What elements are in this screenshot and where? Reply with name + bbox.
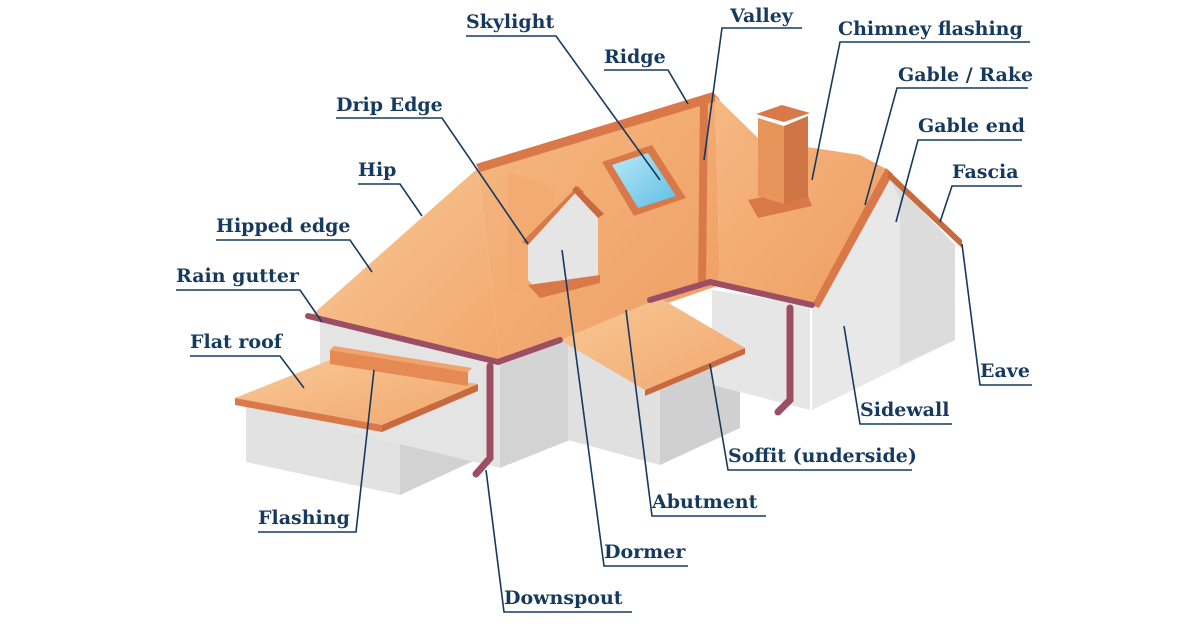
label-eave: Eave [980,360,1030,382]
leader-dormer [561,249,688,567]
abutment-roof [560,298,745,390]
label-drip-edge: Drip Edge [336,94,443,116]
leader-hipped-edge [216,239,373,273]
leader-lines [176,27,1032,613]
leader-drip-edge [336,117,529,245]
label-rain-gutter: Rain gutter [176,265,299,287]
abutment-roof-edge [645,348,745,396]
label-skylight: Skylight [466,11,555,33]
leader-abutment [625,309,766,517]
leader-hip [358,183,423,217]
label-flat-roof: Flat roof [190,331,282,353]
dormer-roof-right [572,186,604,218]
leader-valley [703,27,802,161]
label-downspout: Downspout [504,587,623,609]
gable-rake-edge [812,168,893,308]
flat-roof-edge-side [382,384,478,432]
dormer-base [528,275,600,298]
gable-end-wall-shade [888,175,955,365]
leader-skylight [466,35,661,181]
label-abutment: Abutment [652,491,758,513]
label-hipped-edge: Hipped edge [216,215,351,237]
gutter-left [305,313,563,366]
leader-chimney-flashing [811,41,1030,181]
leader-flat-roof [190,355,305,389]
flat-roof-edge [235,398,382,432]
leader-sidewall [843,325,952,425]
chimney-right [784,116,808,204]
leader-downspout [485,469,632,613]
label-fascia: Fascia [952,161,1019,183]
gable-wing-front-wall [712,290,810,410]
label-gable-rake: Gable / Rake [898,64,1034,86]
label-gable-end: Gable end [918,115,1025,137]
chimney-left [758,118,784,204]
gutter-right [647,278,815,308]
leader-soffit [709,363,912,471]
downspout-left [472,362,494,478]
chimney-top [756,105,810,122]
leader-gable-rake [864,87,1028,206]
label-dormer: Dormer [604,541,686,563]
label-valley: Valley [730,5,793,27]
leader-ridge [604,69,689,105]
label-soffit: Soffit (underside) [728,445,917,467]
label-chimney-flashing: Chimney flashing [838,18,1023,40]
downspout-right [774,304,794,416]
flashing-strip-top [330,346,472,372]
fascia-board [888,170,962,248]
leader-flashing [258,369,375,533]
label-ridge: Ridge [604,46,666,68]
dormer-front [528,190,598,292]
leader-rain-gutter [176,289,323,323]
flashing-strip [330,350,468,386]
leader-gable-end [895,139,1022,223]
label-sidewall: Sidewall [860,399,950,421]
skylight-glass [612,153,676,208]
hip-face-left [312,168,500,360]
label-hip: Hip [358,159,397,181]
label-flashing: Flashing [258,507,350,529]
ridge-cap [476,92,720,172]
extension-wall-front [246,400,400,495]
leader-eave [961,243,1032,386]
leader-fascia [939,185,1022,223]
main-wall-front [500,338,570,468]
